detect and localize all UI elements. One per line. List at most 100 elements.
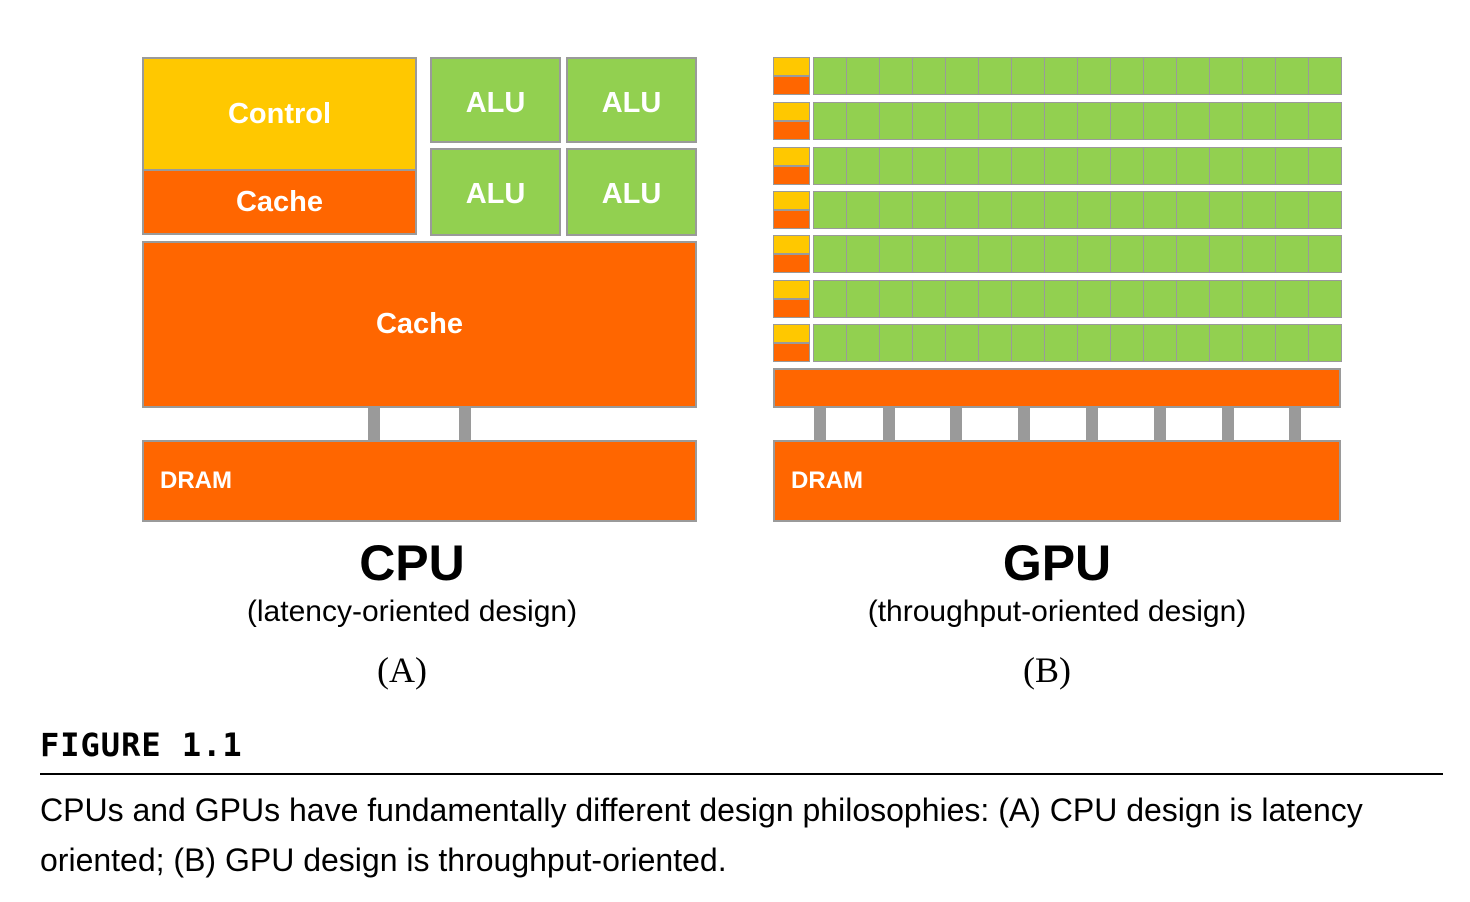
cpu-dram-block: DRAM <box>142 440 697 522</box>
gpu-alu-cell <box>1143 191 1177 229</box>
gpu-alu-cell <box>945 147 979 185</box>
cpu-alu-block: ALU <box>566 148 697 236</box>
gpu-alu-cell <box>1242 324 1276 362</box>
gpu-alu-cell <box>1044 280 1078 318</box>
gpu-alu-cell <box>1011 324 1045 362</box>
gpu-bus-connector <box>1086 407 1098 441</box>
gpu-bus-connector <box>1289 407 1301 441</box>
gpu-alu-cell <box>1011 280 1045 318</box>
gpu-alu-cell <box>1242 235 1276 273</box>
gpu-alu-cell <box>1011 102 1045 140</box>
gpu-alu-cell <box>1242 147 1276 185</box>
gpu-cache-unit <box>773 254 810 273</box>
cpu-cache-large-label: Cache <box>375 308 464 340</box>
gpu-alu-cell <box>1209 102 1243 140</box>
gpu-alu-cell <box>813 147 847 185</box>
cpu-control-block: Control <box>142 57 417 171</box>
gpu-alu-cell <box>1143 324 1177 362</box>
cpu-alu-label: ALU <box>465 87 526 119</box>
gpu-alu-cell <box>1077 280 1111 318</box>
gpu-alu-cell <box>1275 191 1309 229</box>
gpu-alu-cell <box>846 191 880 229</box>
gpu-alu-cell <box>846 235 880 273</box>
cpu-alu-block: ALU <box>430 148 561 236</box>
gpu-alu-cell <box>1077 191 1111 229</box>
gpu-alu-cell <box>1275 102 1309 140</box>
gpu-alu-cell <box>945 191 979 229</box>
gpu-alu-cell <box>978 147 1012 185</box>
gpu-alu-cell <box>1209 57 1243 95</box>
gpu-control-unit <box>773 324 810 343</box>
gpu-alu-cell <box>879 235 913 273</box>
gpu-alu-cell <box>1275 235 1309 273</box>
gpu-alu-cell <box>1176 102 1210 140</box>
gpu-cache-unit <box>773 121 810 140</box>
gpu-alu-cell <box>813 235 847 273</box>
gpu-alu-cell <box>1143 102 1177 140</box>
gpu-alu-cell <box>879 102 913 140</box>
gpu-alu-cell <box>1308 57 1342 95</box>
cpu-letter: (A) <box>377 650 427 690</box>
cpu-alu-label: ALU <box>601 178 662 210</box>
gpu-alu-cell <box>978 280 1012 318</box>
gpu-alu-cell <box>945 280 979 318</box>
cpu-alu-block: ALU <box>566 57 697 143</box>
gpu-alu-cell <box>978 102 1012 140</box>
gpu-alu-cell <box>945 102 979 140</box>
gpu-alu-cell <box>879 280 913 318</box>
figure-caption: CPUs and GPUs have fundamentally differe… <box>40 792 1363 878</box>
gpu-control-unit <box>773 191 810 210</box>
gpu-alu-cell <box>1275 324 1309 362</box>
gpu-cache-unit <box>773 166 810 185</box>
cpu-cache-small-block: Cache <box>142 169 417 235</box>
gpu-alu-cell <box>1143 280 1177 318</box>
gpu-control-unit <box>773 57 810 76</box>
cpu-alu-label: ALU <box>465 178 526 210</box>
gpu-alu-cell <box>846 324 880 362</box>
cpu-title: CPU <box>359 535 465 591</box>
cpu-bus-connector <box>459 407 471 441</box>
gpu-alu-cell <box>1077 147 1111 185</box>
gpu-cache-unit <box>773 343 810 362</box>
gpu-subtitle: (throughput-oriented design) <box>867 595 1247 628</box>
gpu-alu-cell <box>1077 324 1111 362</box>
cpu-cache-large-block: Cache <box>142 241 697 408</box>
gpu-alu-cell <box>1044 57 1078 95</box>
gpu-alu-cell <box>1242 102 1276 140</box>
gpu-cache-unit <box>773 210 810 229</box>
gpu-bus-connector <box>1222 407 1234 441</box>
gpu-alu-cell <box>978 191 1012 229</box>
gpu-control-unit <box>773 235 810 254</box>
gpu-control-unit <box>773 102 810 121</box>
gpu-alu-cell <box>912 102 946 140</box>
gpu-bus-connector <box>1154 407 1166 441</box>
gpu-alu-cell <box>1110 191 1144 229</box>
gpu-control-unit <box>773 147 810 166</box>
gpu-alu-cell <box>912 147 946 185</box>
gpu-alu-cell <box>1176 147 1210 185</box>
gpu-alu-cell <box>813 57 847 95</box>
gpu-control-unit <box>773 280 810 299</box>
gpu-alu-cell <box>813 102 847 140</box>
gpu-bus-connector <box>1018 407 1030 441</box>
gpu-alu-cell <box>1077 57 1111 95</box>
gpu-dram-label: DRAM <box>791 467 863 494</box>
gpu-cache-block <box>773 368 1341 408</box>
gpu-alu-cell <box>978 324 1012 362</box>
gpu-bus-connector <box>883 407 895 441</box>
gpu-alu-cell <box>1044 191 1078 229</box>
gpu-alu-cell <box>1209 147 1243 185</box>
gpu-letter: (B) <box>1023 650 1071 690</box>
gpu-alu-cell <box>1308 324 1342 362</box>
gpu-title: GPU <box>1002 535 1112 591</box>
gpu-alu-cell <box>1044 147 1078 185</box>
gpu-alu-cell <box>1110 280 1144 318</box>
gpu-alu-cell <box>1077 235 1111 273</box>
gpu-bus-connector <box>814 407 826 441</box>
cpu-bus-connector <box>368 407 380 441</box>
gpu-alu-cell <box>1176 191 1210 229</box>
figure-label: FIGURE 1.1 <box>40 726 243 764</box>
gpu-alu-cell <box>945 324 979 362</box>
gpu-alu-cell <box>1275 280 1309 318</box>
gpu-cache-unit <box>773 76 810 95</box>
